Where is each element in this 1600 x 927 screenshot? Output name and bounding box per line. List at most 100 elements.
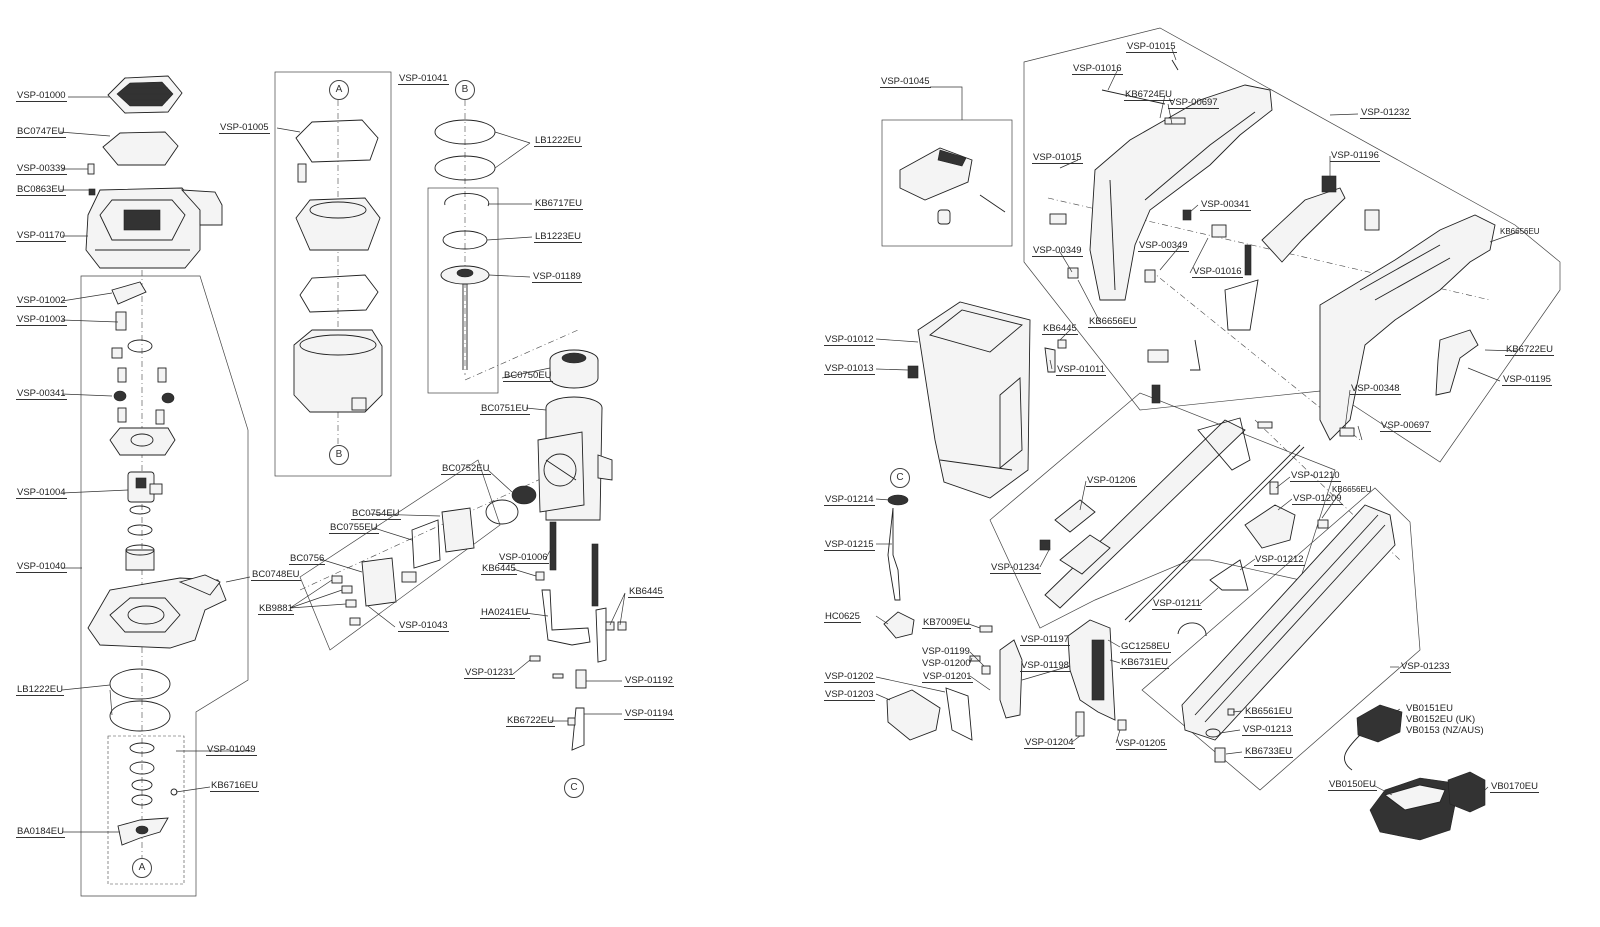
part-label: VSP-01209 <box>1292 493 1343 505</box>
nose-part <box>969 619 1127 737</box>
part-label: VSP-00697 <box>1380 420 1431 432</box>
part-label: VB0150EU <box>1328 779 1378 791</box>
marker-a-top: A <box>329 80 349 100</box>
battery-part <box>1447 771 1486 813</box>
sleeve-part <box>125 524 155 571</box>
part-label: VB0152EU (UK) <box>1406 714 1476 725</box>
part-label: KB6656EU <box>1088 316 1138 328</box>
fitting-part <box>111 281 175 425</box>
small-parts <box>1049 59 1380 437</box>
part-label: VSP-01215 <box>824 539 875 551</box>
marker-b-bottom: B <box>329 445 349 465</box>
part-label: VB0151EU <box>1406 703 1454 714</box>
part-label: VSP-01231 <box>464 667 515 679</box>
marker-b-top: B <box>455 80 475 100</box>
marker-c-left: C <box>564 778 584 798</box>
part-label: KB7009EU <box>922 617 972 629</box>
part-label: KB6722EU <box>506 715 556 727</box>
gasket-part <box>411 519 441 569</box>
group-frame-vsp01232 <box>1023 27 1561 463</box>
part-label: VSP-01234 <box>990 562 1041 574</box>
part-label: VSP-01203 <box>824 689 875 701</box>
part-label: VSP-01049 <box>206 744 257 756</box>
part-label: KB6445 <box>481 563 517 575</box>
part-label: VSP-01170 <box>16 230 66 242</box>
part-label: BC0751EU <box>480 403 530 415</box>
part-label: BC0755EU <box>329 522 379 534</box>
part-label: VSP-00349 <box>1032 245 1083 257</box>
part-label: BC0748EU <box>251 569 301 581</box>
part-label: VSP-01015 <box>1126 41 1177 53</box>
housing-part <box>537 396 613 521</box>
contact-trip-part <box>899 147 1006 225</box>
valve-part <box>127 471 163 515</box>
part-label: VSP-01016 <box>1072 63 1123 75</box>
filter-part <box>511 485 537 505</box>
part-label: VSP-01194 <box>624 708 674 720</box>
plate-part <box>109 427 176 456</box>
cover-plate-part <box>361 557 397 607</box>
part-label: KB6656EU <box>1500 227 1540 236</box>
part-label: VSP-01202 <box>824 671 875 683</box>
part-label: VSP-00348 <box>1350 383 1401 395</box>
part-label: HC0625 <box>824 611 861 623</box>
part-label: VSP-01199 <box>922 646 970 657</box>
part-label: VSP-01233 <box>1400 661 1451 673</box>
part-label: VSP-01189 <box>532 271 582 283</box>
handle-part <box>1319 214 1496 441</box>
o-ring-part <box>109 700 171 732</box>
part-label: VSP-01232 <box>1360 107 1411 119</box>
part-label: VSP-01204 <box>1024 737 1075 749</box>
part-label: KB6445 <box>1042 323 1078 335</box>
part-label: VSP-01016 <box>1192 266 1243 278</box>
screw-part <box>331 575 361 626</box>
part-label: LB1222EU <box>534 135 582 147</box>
part-label: BC0863EU <box>16 184 66 196</box>
part-label: KB6561EU <box>1244 706 1294 718</box>
bushing-part <box>883 494 915 639</box>
part-label: BC0747EU <box>16 126 66 138</box>
group-frame-vsp01049 <box>107 735 185 885</box>
spring-part <box>549 521 599 607</box>
part-label: KB6722EU <box>1505 344 1555 356</box>
base-frame-part <box>87 574 227 649</box>
part-label: BC0750EU <box>503 370 553 382</box>
part-label: VSP-00697 <box>1168 97 1219 109</box>
group-frame-vsp01189 <box>427 187 499 394</box>
pad-part <box>401 571 417 583</box>
cylinder-part <box>293 119 383 413</box>
part-label: VSP-01200 <box>922 658 971 669</box>
part-label: VB0170EU <box>1490 781 1540 793</box>
o-ring-part <box>109 668 171 700</box>
part-label: VSP-01210 <box>1290 470 1341 482</box>
snap-ring-part <box>444 192 490 207</box>
group-frame-vsp01040 <box>80 275 249 897</box>
group-frame-vsp01233 <box>1141 487 1421 791</box>
part-label: BC0756 <box>289 553 326 565</box>
trigger-part <box>1435 329 1479 396</box>
part-label: VSP-01004 <box>16 487 67 499</box>
contact-tip-part <box>886 687 973 741</box>
part-label: LB1223EU <box>534 231 582 243</box>
part-label: BC0752EU <box>441 463 491 475</box>
guide-rail-part <box>1039 417 1305 623</box>
part-label: VSP-01213 <box>1242 724 1293 736</box>
part-label: VSP-00339 <box>16 163 67 175</box>
part-label: BA0184EU <box>16 826 66 838</box>
o-ring-part <box>485 499 519 525</box>
part-label: VSP-01000 <box>16 90 67 102</box>
cylinder-head-part <box>85 187 223 269</box>
part-label: KB6731EU <box>1120 657 1170 669</box>
part-label: KB6724EU <box>1124 89 1174 101</box>
centerline <box>464 329 579 381</box>
part-label: KB9881 <box>258 603 294 615</box>
cap-part <box>549 349 599 389</box>
part-label: VSP-01195 <box>1502 374 1552 386</box>
leader-lines <box>59 48 1519 833</box>
part-label: VSP-01197 <box>1020 634 1070 646</box>
group-frame-vsp01041 <box>274 71 392 477</box>
main-housing-part <box>1089 84 1273 301</box>
screw-part <box>1057 339 1067 349</box>
part-label: BC0754EU <box>351 508 401 520</box>
